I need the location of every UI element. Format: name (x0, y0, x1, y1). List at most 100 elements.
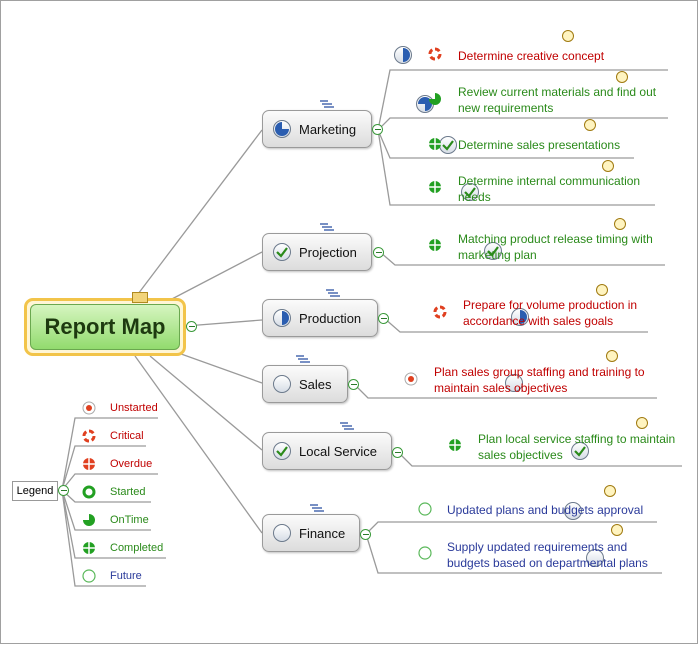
legend-label: Unstarted (110, 402, 158, 414)
empty-circle-icon (273, 375, 291, 393)
future-icon (82, 569, 96, 583)
topic-local-service[interactable]: Local Service (262, 432, 392, 470)
check-icon (483, 242, 502, 260)
unstarted-icon (404, 372, 418, 386)
collapse-legend-toggle[interactable] (58, 485, 69, 496)
notes-icon (296, 355, 310, 363)
task-text-line: Determine internal communication (458, 174, 641, 188)
check-icon (273, 243, 291, 261)
notes-icon (320, 223, 334, 231)
task-text-line: Review current materials and find out (458, 85, 657, 99)
task-text-line: new requirements (458, 101, 554, 115)
task-text-line: needs (458, 190, 491, 204)
topic-label: Production (299, 310, 362, 326)
root-topic[interactable]: Report Map (24, 298, 186, 356)
topic-label: Local Service (299, 443, 378, 459)
clock-icon (606, 350, 618, 362)
task-text[interactable]: Determine sales presentations (458, 138, 621, 152)
task-text-line: accordance with sales goals (463, 314, 614, 328)
overdue-icon (83, 458, 95, 470)
legend-label: Overdue (110, 458, 153, 470)
check-icon (461, 183, 480, 201)
task-text-line: Matching product release timing with (458, 232, 653, 246)
critical-icon (433, 305, 447, 319)
legend-label: OnTime (110, 514, 149, 526)
ontime-icon (83, 514, 95, 526)
collapse-local-service-toggle[interactable] (392, 447, 403, 458)
unstarted-icon (82, 401, 96, 415)
future-icon (418, 546, 432, 560)
collapse-sales-toggle[interactable] (348, 379, 359, 390)
clock-icon (602, 160, 614, 172)
empty-circle-icon (504, 374, 523, 392)
clock-icon (616, 71, 628, 83)
task-text-line: Plan sales group staffing and training t… (434, 365, 645, 379)
clock-icon (614, 218, 626, 230)
completed-icon (429, 181, 441, 193)
root-label: Report Map (30, 304, 180, 350)
empty-circle-icon (273, 524, 291, 542)
check-icon (273, 442, 291, 460)
task-text-line: sales objectives (478, 448, 563, 462)
critical-icon (428, 47, 442, 61)
clock-icon (562, 30, 574, 42)
legend-title[interactable]: Legend (12, 481, 58, 501)
half-pie-icon (273, 309, 291, 327)
task-text-line: budgets based on departmental plans (447, 556, 648, 570)
topic-production[interactable]: Production (262, 299, 378, 337)
started-icon (82, 485, 96, 499)
task-text[interactable]: Determine internal communication needs (458, 173, 640, 205)
notes-icon (340, 422, 354, 430)
task-text-line: maintain sales objectives (434, 381, 568, 395)
task-text[interactable]: Plan local service staffing to maintain s… (478, 431, 675, 463)
topic-label: Sales (299, 376, 332, 392)
task-text[interactable]: Review current materials and find out new… (458, 84, 656, 116)
notes-icon (310, 504, 324, 512)
task-text[interactable]: Supply updated requirements and budgets b… (447, 539, 648, 571)
empty-circle-icon (586, 549, 605, 567)
task-text[interactable]: Plan sales group staffing and training t… (434, 364, 645, 396)
topic-label: Finance (299, 525, 346, 541)
collapse-projection-toggle[interactable] (373, 247, 384, 258)
clock-icon (611, 524, 623, 536)
collapse-root-toggle[interactable] (186, 321, 197, 332)
collapse-finance-toggle[interactable] (360, 529, 371, 540)
collapse-production-toggle[interactable] (378, 313, 389, 324)
clock-icon (604, 485, 616, 497)
topic-projection[interactable]: Projection (262, 233, 372, 271)
check-icon (571, 442, 590, 460)
task-text-line: Prepare for volume production in (463, 298, 638, 312)
completed-icon (449, 439, 461, 451)
topic-marketing[interactable]: Marketing (262, 110, 372, 148)
task-text-line: Plan local service staffing to maintain (478, 432, 676, 446)
legend-label: Started (110, 486, 146, 498)
clock-icon (584, 119, 596, 131)
task-text-line: marketing plan (458, 248, 537, 262)
half-pie-icon (394, 46, 412, 64)
half-pie-icon (511, 308, 530, 326)
task-text-line: Supply updated requirements and (447, 540, 628, 554)
empty-circle-icon (563, 502, 582, 520)
ontime-icon (429, 93, 441, 105)
legend-label: Future (110, 570, 142, 582)
topic-sales[interactable]: Sales (262, 365, 348, 403)
collapse-marketing-toggle[interactable] (372, 124, 383, 135)
notes-icon (320, 100, 334, 108)
quarter-pie-icon (273, 120, 291, 138)
topic-label: Projection (299, 244, 357, 260)
topic-label: Marketing (299, 121, 357, 137)
critical-icon (82, 429, 96, 443)
task-text[interactable]: Determine creative concept (458, 49, 605, 63)
notes-icon (326, 289, 340, 297)
folder-icon (132, 292, 148, 303)
task-text[interactable]: Prepare for volume production in accordan… (463, 297, 637, 329)
completed-icon (83, 542, 95, 554)
topic-finance[interactable]: Finance (262, 514, 360, 552)
task-text[interactable]: Matching product release timing with mark… (458, 231, 653, 263)
clock-icon (596, 284, 608, 296)
future-icon (418, 502, 432, 516)
completed-icon (429, 239, 441, 251)
task-text[interactable]: Updated plans and budgets approval (447, 503, 644, 517)
